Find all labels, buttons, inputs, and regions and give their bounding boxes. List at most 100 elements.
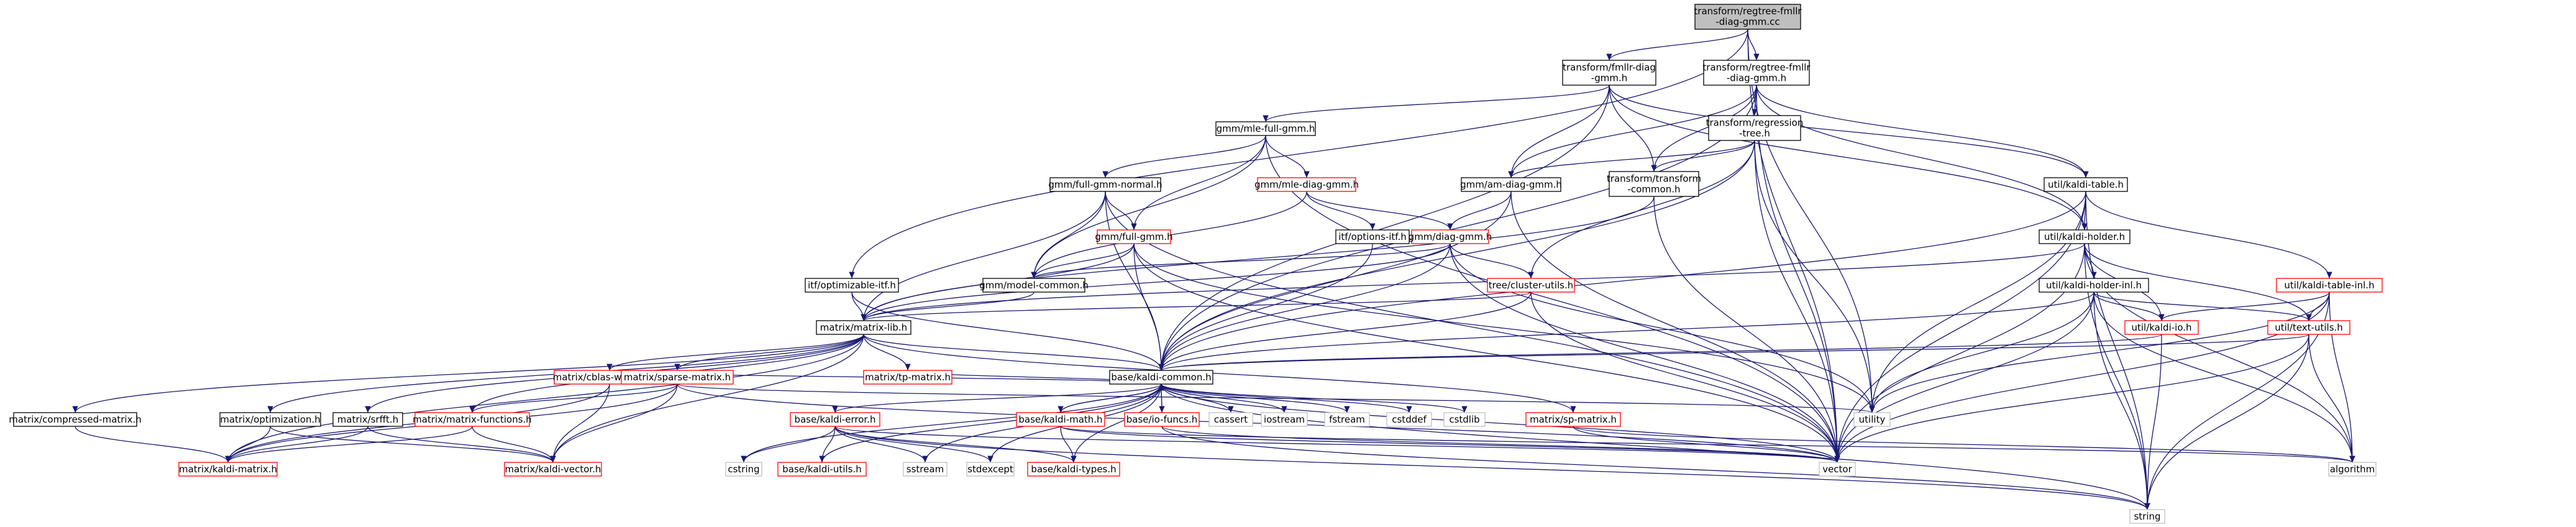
node-utility[interactable]: utility [1853, 412, 1891, 427]
node-label: gmm/mle-full-gmm.h [1217, 123, 1315, 134]
node-transform-common-h[interactable]: transform/transform-common.h [1607, 171, 1701, 197]
edge-kaldi_error_h-to-cstring [741, 426, 836, 463]
edge-diag_gmm_h-to-kaldi_common_h [1158, 243, 1451, 371]
node-optimizable-itf-h[interactable]: itf/optimizable-itf.h [805, 278, 899, 293]
node-vector[interactable]: vector [1819, 462, 1856, 477]
node-box [2039, 229, 2131, 244]
node-tp-matrix-h[interactable]: matrix/tp-matrix.h [863, 370, 952, 385]
edge-am_diag_gmm_h-to-diag_gmm_h [1447, 191, 1512, 231]
edge-regression_tree_h-to-utility [1754, 140, 1875, 413]
node-matrix-functions-h[interactable]: matrix/matrix-functions.h [413, 412, 532, 427]
edge-kaldi_common_h-to-fstream [1161, 383, 1350, 413]
node-fmllr-diag-gmm-h[interactable]: transform/fmllr-diag-gmm.h [1562, 60, 1656, 86]
edge-regression_tree_h-to-cluster_utils_h [1528, 140, 1755, 279]
node-label: stdexcept [967, 464, 1013, 475]
node-string[interactable]: string [2129, 509, 2165, 524]
node-box [777, 462, 867, 477]
node-sparse-matrix-h[interactable]: matrix/sparse-matrix.h [621, 370, 734, 385]
node-label: gmm/mle-diag-gmm.h [1254, 179, 1359, 190]
node-cstddef[interactable]: cstddef [1386, 412, 1432, 427]
node-box [1109, 370, 1213, 385]
node-full-gmm-normal-h[interactable]: gmm/full-gmm-normal.h [1048, 177, 1162, 192]
node-label: cassert [1214, 414, 1248, 425]
edge-optimization_h-to-kaldi_vector_h [270, 426, 556, 463]
node-cluster-utils-h[interactable]: tree/cluster-utils.h [1487, 278, 1575, 293]
node-stdexcept[interactable]: stdexcept [966, 462, 1015, 477]
node-regtree-fmllr-h[interactable]: transform/regtree-fmllr-diag-gmm.h [1702, 60, 1811, 86]
node-label: transform/transform [1607, 173, 1701, 185]
edge-root-to-optimizable_itf_h [849, 29, 1748, 279]
edge-kaldi_common_h-to-string [1161, 383, 2150, 510]
node-box [1461, 177, 1561, 192]
node-compressed-matrix-h[interactable]: matrix/compressed-matrix.h [9, 412, 142, 427]
edge-matrix_lib_h-to-kaldi_vector_h [550, 334, 864, 463]
node-kaldi-utils-h[interactable]: base/kaldi-utils.h [777, 462, 867, 477]
node-sstream[interactable]: sstream [903, 462, 948, 477]
node-kaldi-matrix-h[interactable]: matrix/kaldi-matrix.h [178, 462, 278, 477]
node-box [2276, 278, 2383, 293]
edge-kaldi_common_h-to-cstdlib [1161, 383, 1468, 413]
node-label: cstddef [1392, 414, 1427, 425]
node-srfft-h[interactable]: matrix/srfft.h [332, 412, 403, 427]
node-box [790, 412, 880, 427]
node-kaldi-math-h[interactable]: base/kaldi-math.h [1016, 412, 1105, 427]
node-fstream[interactable]: fstream [1324, 412, 1370, 427]
edge-kaldi_common_h-to-kaldi_types_h [1071, 383, 1162, 463]
node-label: vector [1822, 464, 1852, 475]
edge-kaldi_common_h-to-kaldi_utils_h [819, 383, 1162, 463]
edge-diag_gmm_h-to-matrix_lib_h [861, 243, 1451, 321]
edge-kaldi_table_h-to-kaldi_common_h [1158, 191, 2086, 371]
edge-matrix_lib_h-to-sp_matrix_h [863, 334, 1576, 413]
node-kaldi-holder-h[interactable]: util/kaldi-holder.h [2039, 229, 2131, 244]
node-full-gmm-h[interactable]: gmm/full-gmm.h [1095, 229, 1173, 244]
node-label: matrix/tp-matrix.h [865, 372, 951, 383]
root-node[interactable]: transform/regtree-fmllr -diag-gmm.cc [1694, 4, 1802, 30]
node-iostream[interactable]: iostream [1261, 412, 1308, 427]
node-kaldi-error-h[interactable]: base/kaldi-error.h [790, 412, 880, 427]
node-kaldi-io-h[interactable]: util/kaldi-io.h [2124, 320, 2199, 335]
edge-regression_tree_h-to-transform_common_h [1651, 140, 1755, 172]
node-label: base/kaldi-types.h [1031, 464, 1116, 475]
edge-am_diag_gmm_h-to-kaldi_common_h [1158, 191, 1512, 371]
node-label: utility [1859, 414, 1886, 425]
root-node-label-line1: transform/regtree-fmllr [1694, 6, 1802, 17]
edge-blas_wrappers_h-to-kaldi_vector_h [550, 383, 610, 463]
edge-optimizable_itf_h-to-kaldi_common_h [851, 291, 1164, 371]
edge-kaldi_holder_inl_h-to-text_utils_h [2093, 291, 2312, 321]
node-matrix-lib-h[interactable]: matrix/matrix-lib.h [816, 320, 911, 335]
node-mle-diag-gmm-h[interactable]: gmm/mle-diag-gmm.h [1254, 177, 1359, 192]
node-box [1443, 412, 1486, 427]
node-text-utils-h[interactable]: util/text-utils.h [2267, 320, 2350, 335]
node-kaldi-vector-h[interactable]: matrix/kaldi-vector.h [504, 462, 602, 477]
node-cstring[interactable]: cstring [725, 462, 762, 477]
node-diag-gmm-h[interactable]: gmm/diag-gmm.h [1409, 229, 1492, 244]
node-regression-tree-h[interactable]: transform/regression-tree.h [1706, 115, 1804, 141]
edge-matrix_lib_h-to-tp_matrix_h [863, 334, 911, 371]
node-am-diag-gmm-h[interactable]: gmm/am-diag-gmm.h [1460, 177, 1562, 192]
node-box [1609, 171, 1699, 197]
edge-kaldi_error_h-to-sstream [834, 426, 928, 463]
edge-full_gmm_h-to-vector [1133, 243, 1840, 463]
node-model-common-h[interactable]: gmm/model-common.h [979, 278, 1089, 293]
node-options-itf-h[interactable]: itf/options-itf.h [1335, 229, 1410, 244]
node-mle-full-gmm-h[interactable]: gmm/mle-full-gmm.h [1215, 121, 1316, 136]
node-box [1386, 412, 1432, 427]
dependency-edges [72, 29, 2355, 510]
node-cstdlib[interactable]: cstdlib [1443, 412, 1486, 427]
node-kaldi-holder-inl-h[interactable]: util/kaldi-holder-inl.h [2039, 278, 2149, 293]
node-kaldi-table-h[interactable]: util/kaldi-table.h [2044, 177, 2128, 192]
edge-srfft_h-to-kaldi_matrix_h [225, 426, 368, 463]
node-label: gmm/diag-gmm.h [1409, 231, 1492, 242]
node-kaldi-types-h[interactable]: base/kaldi-types.h [1027, 462, 1120, 477]
edge-diag_gmm_h-to-cluster_utils_h [1450, 243, 1534, 279]
node-box [1261, 412, 1308, 427]
node-kaldi-common-h[interactable]: base/kaldi-common.h [1109, 370, 1213, 385]
node-optimization-h[interactable]: matrix/optimization.h [219, 412, 321, 427]
node-cassert[interactable]: cassert [1208, 412, 1253, 427]
node-kaldi-table-inl-h[interactable]: util/kaldi-table-inl.h [2276, 278, 2383, 293]
node-sp-matrix-h[interactable]: matrix/sp-matrix.h [1525, 412, 1621, 427]
node-algorithm[interactable]: algorithm [2328, 462, 2377, 477]
node-box [414, 412, 530, 427]
node-io-funcs-h[interactable]: base/io-funcs.h [1124, 412, 1200, 427]
edge-kaldi_error_h-to-kaldi_utils_h [819, 426, 836, 463]
